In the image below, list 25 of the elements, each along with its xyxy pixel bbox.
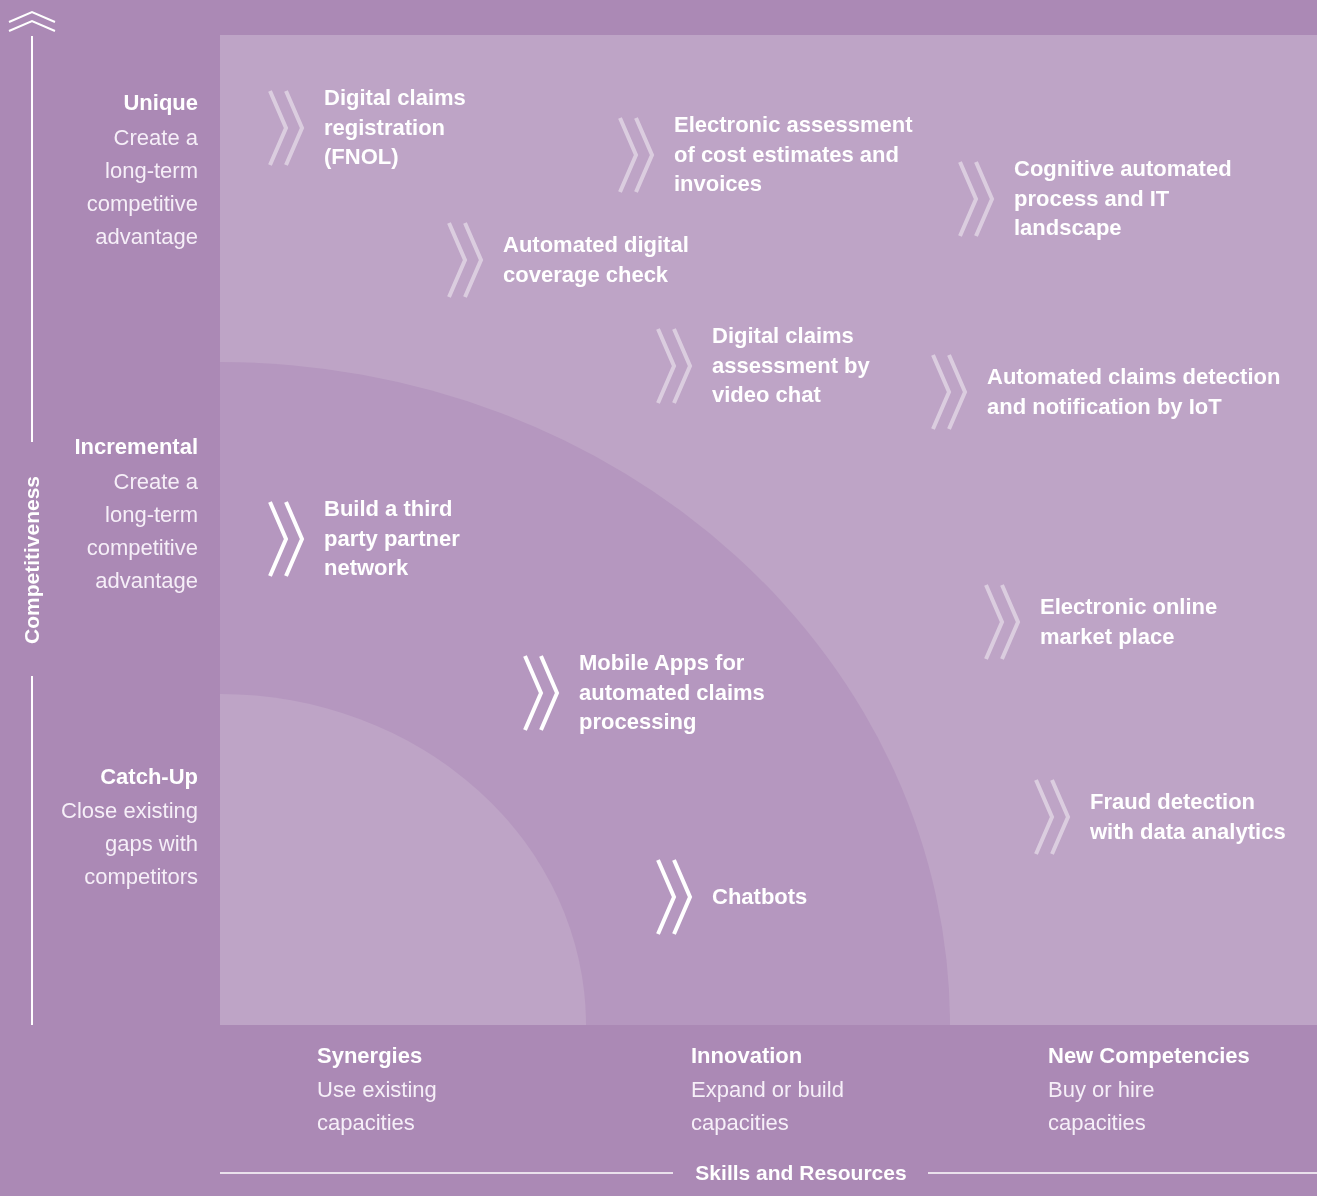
item-label: Mobile Apps for automated claims processing: [579, 649, 766, 736]
row-heading: Catch-Up: [99, 763, 198, 791]
item-label: Digital claims registration (FNOL): [324, 84, 467, 171]
description: Buy or hire capacities: [1048, 1076, 1156, 1137]
axis-title: Competitiveness: [19, 475, 44, 645]
description: Use existing capacities: [317, 1076, 438, 1137]
description: Create a long-term competitive advantage: [85, 468, 198, 595]
axis-title: Skills and Resources: [695, 1160, 907, 1186]
row-heading: Unique: [122, 89, 198, 117]
item-label: Digital claims assessment by video chat: [712, 322, 871, 409]
row-heading: Innovation: [691, 1042, 804, 1070]
description: Create a long-term competitive advantage: [85, 124, 198, 251]
item-label: Electronic online market place: [1040, 593, 1219, 651]
item-label: Automated claims detection and notification by IoT: [987, 363, 1282, 421]
item-label: Build a third party partner network: [324, 495, 461, 582]
item-label: Fraud detection with data analytics: [1090, 788, 1287, 846]
item-label: Chatbots: [712, 883, 809, 911]
item-label: Electronic assessment of cost estimates and invoices: [674, 111, 914, 198]
row-heading: Synergies: [317, 1042, 424, 1070]
description: Expand or build capacities: [691, 1076, 845, 1137]
row-heading: New Competencies: [1048, 1042, 1251, 1070]
item-label: Cognitive automated process and IT landscape: [1014, 155, 1233, 242]
item-label: Automated digital coverage check: [503, 231, 690, 289]
description: Close existing gaps with competitors: [60, 797, 198, 891]
row-heading: Incremental: [73, 433, 198, 461]
